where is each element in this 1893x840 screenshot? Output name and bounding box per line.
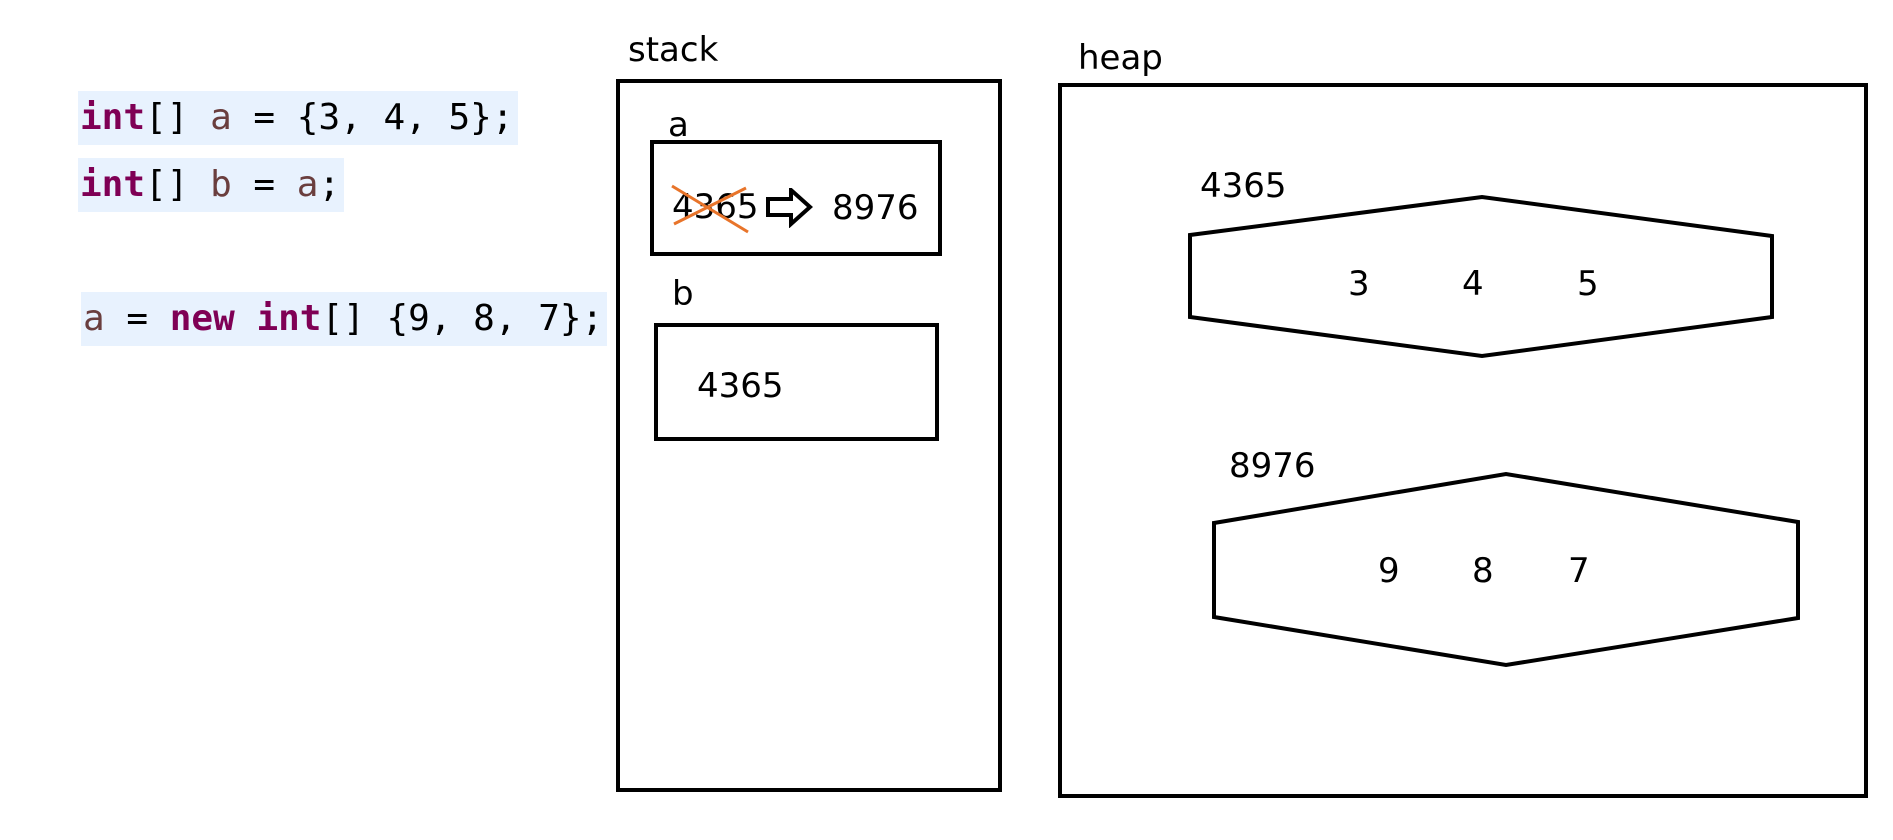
variable-a: a	[296, 164, 319, 205]
code-text: []	[145, 97, 211, 138]
stack-frame	[616, 79, 1002, 792]
stack-var-a-new-value: 8976	[832, 188, 919, 228]
heap-array2-value: 9	[1378, 551, 1400, 591]
heap-title: heap	[1078, 38, 1163, 78]
right-arrow-icon	[766, 188, 813, 228]
code-text	[235, 298, 257, 339]
stack-var-a-box: 4365 8976	[650, 140, 942, 256]
keyword-int: int	[256, 298, 322, 339]
heap-array1-value: 4	[1462, 264, 1484, 304]
heap-array2-value: 8	[1472, 551, 1494, 591]
stack-var-b-value: 4365	[697, 366, 784, 406]
keyword-int: int	[80, 97, 146, 138]
variable-b: b	[210, 164, 232, 205]
variable-a: a	[210, 97, 232, 138]
heap-array1-value: 3	[1348, 264, 1370, 304]
strike-mark-icon	[671, 184, 749, 234]
stack-var-a-label: a	[668, 105, 689, 145]
code-text: =	[231, 164, 297, 205]
stack-var-b-label: b	[672, 274, 694, 314]
variable-a: a	[83, 298, 105, 339]
code-text: []	[145, 164, 211, 205]
stack-title: stack	[628, 30, 719, 70]
heap-frame	[1058, 83, 1868, 798]
heap-array1-address: 4365	[1200, 166, 1287, 206]
heap-array1-value: 5	[1577, 264, 1599, 304]
stack-var-b-box: 4365	[654, 323, 939, 441]
code-text: = {3, 4, 5};	[231, 97, 514, 138]
keyword-new: new	[169, 298, 235, 339]
heap-array2-value: 7	[1568, 551, 1590, 591]
code-text: =	[104, 298, 170, 339]
code-text: [] {9, 8, 7};	[321, 298, 604, 339]
heap-array2-address: 8976	[1229, 446, 1316, 486]
code-line-1: int[] a = {3, 4, 5};	[78, 91, 518, 145]
keyword-int: int	[80, 164, 146, 205]
code-line-3: a = new int[] {9, 8, 7};	[81, 292, 608, 346]
code-line-2: int[] b = a;	[78, 158, 345, 212]
code-text: ;	[318, 164, 341, 205]
